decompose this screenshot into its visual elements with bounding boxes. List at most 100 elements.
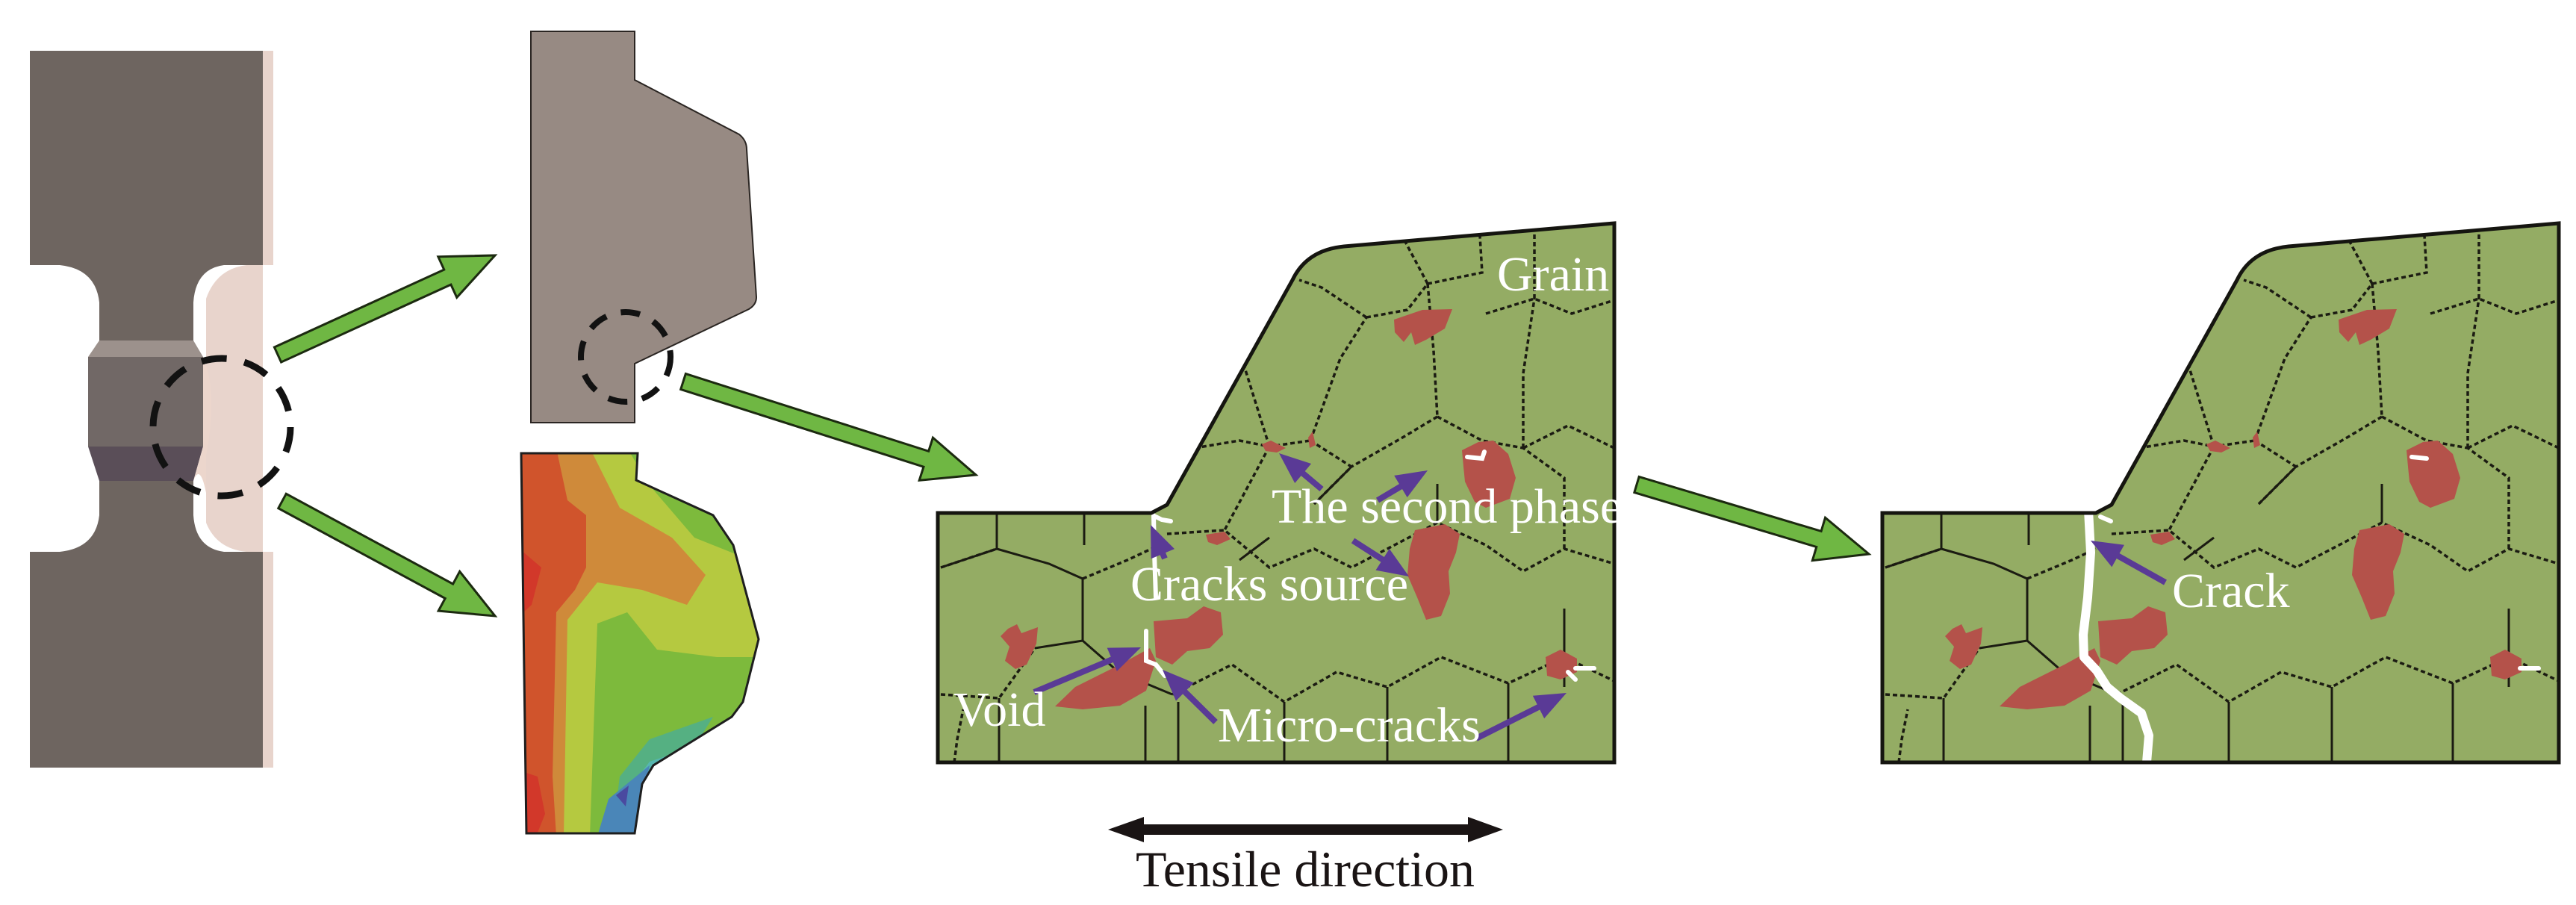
contour-band xyxy=(616,786,629,806)
grain-region xyxy=(1882,223,2559,762)
pointer-arrow-icon xyxy=(1475,693,1567,741)
second-phase-particle xyxy=(2339,309,2397,345)
tensile-specimen xyxy=(30,51,294,768)
microstructure-before-fracture: Grain The second phase Cracks source Voi… xyxy=(936,221,1622,765)
grain-boundary xyxy=(2168,446,2215,531)
stress-contour-map xyxy=(520,452,760,835)
second-phase-particle xyxy=(2253,432,2260,448)
label-grain: Grain xyxy=(1497,247,1609,302)
grain-boundary xyxy=(2430,297,2559,315)
double-headed-arrow-icon xyxy=(1108,817,1503,842)
contour-band xyxy=(521,453,586,833)
micro-crack xyxy=(2098,514,2113,523)
flow-arrow-icon xyxy=(276,492,498,618)
grain-boundary xyxy=(1522,298,1536,448)
grain-boundaries xyxy=(1885,228,2559,762)
grain-boundary xyxy=(1310,439,1352,468)
grain-boundary xyxy=(1366,282,1429,319)
grain-boundary xyxy=(1941,547,2028,580)
grain-boundary xyxy=(2381,415,2468,450)
micro-crack xyxy=(2409,455,2429,461)
specimen-side-face xyxy=(206,51,273,768)
second-phase-particle xyxy=(1394,309,1452,345)
second-phase-particle xyxy=(2352,524,2404,620)
grain-boundary xyxy=(1223,446,1271,531)
specimen-notch-top-face xyxy=(88,340,203,357)
main-crack xyxy=(2079,506,2153,767)
grain-boundary xyxy=(1885,547,1942,569)
second-phase-particle xyxy=(1308,432,1316,448)
grain-boundary xyxy=(2243,279,2312,319)
second-phase-particle xyxy=(1055,648,1156,709)
notch-region-geometry xyxy=(530,31,758,423)
second-phase-particle xyxy=(1407,524,1460,620)
grain-boundary xyxy=(1402,238,1429,284)
grain-boundary xyxy=(2116,656,2559,704)
grain-boundary xyxy=(1897,709,1909,762)
pointer-arrow-icon xyxy=(1375,470,1428,503)
grain-boundary xyxy=(1313,465,1353,506)
second-phase-particle xyxy=(1154,606,1223,665)
grain-boundary xyxy=(1437,415,1524,450)
pointer-arrow-icon xyxy=(1279,453,1324,492)
label-micro-cracks: Micro-cracks xyxy=(1218,698,1481,753)
grain-boundary xyxy=(2257,465,2297,506)
grain-boundary xyxy=(2310,282,2374,319)
second-phase-particle xyxy=(2000,648,2100,709)
grain-region xyxy=(938,223,1614,762)
notch-region-shape xyxy=(530,31,758,423)
grain-boundary xyxy=(1427,235,1484,285)
grain-boundary xyxy=(2371,283,2383,417)
grain-boundary xyxy=(2466,447,2510,549)
notch-region-highlight-circle xyxy=(578,309,673,405)
grain-boundary xyxy=(2347,238,2374,284)
micro-crack xyxy=(1144,629,1167,678)
second-phase-particle xyxy=(2098,606,2168,665)
pointer-arrow-icon xyxy=(1033,647,1141,695)
pointer-arrows xyxy=(2091,541,2167,585)
micro-cracks xyxy=(2098,455,2541,671)
grain-boundary xyxy=(1979,639,2028,650)
grain-boundary xyxy=(1239,536,1270,562)
grain-boundary xyxy=(2253,317,2312,441)
label-second-phase: The second phase xyxy=(1272,479,1622,534)
second-phase-particles xyxy=(1945,309,2521,709)
grain-boundary xyxy=(2111,521,2559,573)
grain-boundary xyxy=(2371,235,2428,285)
pointer-arrow-icon xyxy=(1351,538,1409,576)
label-void: Void xyxy=(953,682,1046,737)
grain-boundary xyxy=(2254,439,2297,468)
tensile-direction-label: Tensile direction xyxy=(1136,841,1475,898)
pointer-arrow-icon xyxy=(1151,525,1175,560)
grain-boundary xyxy=(2467,424,2559,450)
second-phase-particle xyxy=(2150,532,2175,545)
microstructure-after-fracture: Crack xyxy=(1880,221,2561,767)
stress-contour-outline xyxy=(520,452,760,835)
pointer-arrows xyxy=(1033,453,1567,741)
grain-boundary xyxy=(1522,424,1614,450)
flow-arrow-icon xyxy=(273,254,498,364)
grain-boundary xyxy=(953,709,965,762)
grain-boundary xyxy=(1194,439,1311,450)
specimen-notch-bottom-face xyxy=(88,447,203,481)
second-phase-particle xyxy=(2490,650,2521,679)
second-phase-particle xyxy=(1945,624,1982,669)
micro-crack xyxy=(1154,514,1173,523)
notch-highlight-circle xyxy=(149,355,294,500)
grain-boundary xyxy=(1166,521,1614,573)
grain-boundary xyxy=(1034,639,1083,650)
pointer-arrow-icon xyxy=(1163,670,1218,724)
grain-region-outline xyxy=(1880,221,2561,765)
specimen-notch-curved-face xyxy=(193,357,212,493)
grain-boundary xyxy=(2138,439,2256,450)
grain-boundary xyxy=(2466,298,2480,448)
grain-boundary xyxy=(1298,279,1367,319)
grain-boundary xyxy=(1309,317,1368,441)
label-cracks-source: Cracks source xyxy=(1130,557,1408,612)
micro-crack xyxy=(1465,450,1487,461)
pointer-arrow-icon xyxy=(2091,541,2167,585)
grain-boundary xyxy=(940,547,998,569)
specimen-body xyxy=(30,51,263,768)
flow-arrow-icon xyxy=(1632,475,1872,562)
